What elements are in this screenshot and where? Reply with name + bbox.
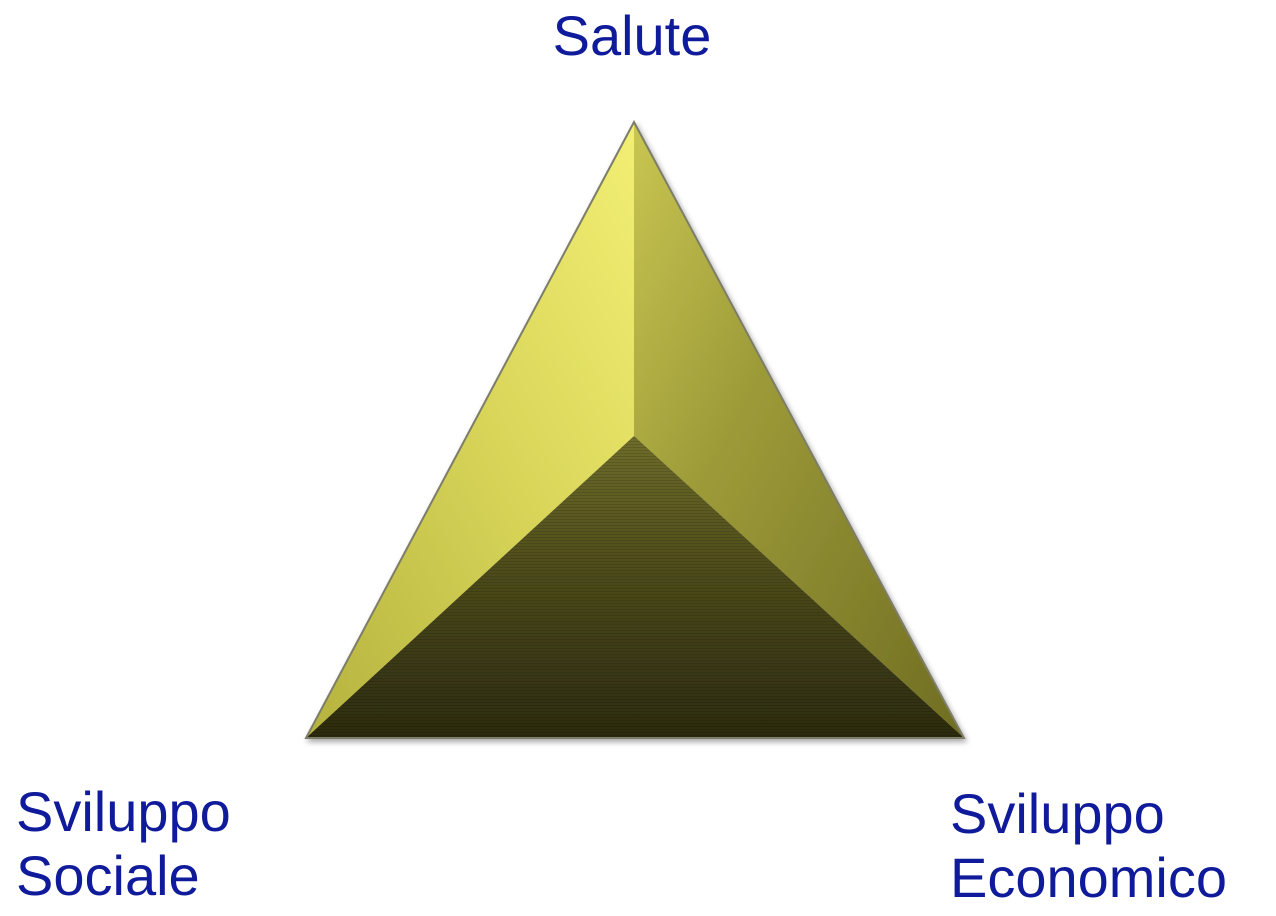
- label-sviluppo-economico-line2: Economico: [950, 846, 1227, 910]
- label-sviluppo-sociale-line1: Sviluppo: [16, 780, 231, 844]
- label-sviluppo-sociale-line2: Sociale: [16, 844, 231, 908]
- label-sviluppo-economico-line1: Sviluppo: [950, 782, 1227, 846]
- label-sviluppo-economico: Sviluppo Economico: [950, 782, 1227, 910]
- label-salute: Salute: [0, 4, 1264, 68]
- label-sviluppo-sociale: Sviluppo Sociale: [16, 780, 231, 908]
